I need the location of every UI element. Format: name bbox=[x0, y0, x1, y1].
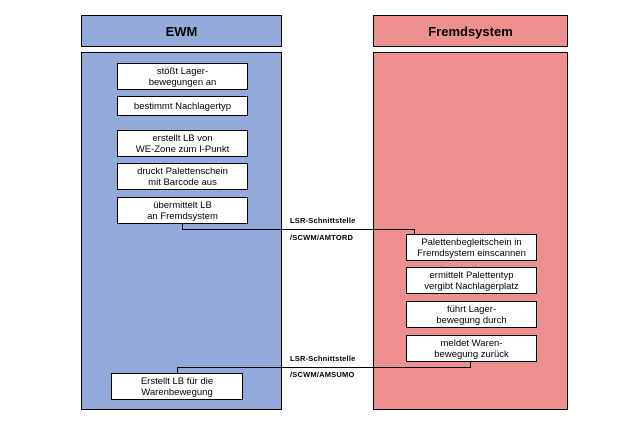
fremdsystem-header-label: Fremdsystem bbox=[428, 23, 513, 39]
interface-top-code: /SCWM/AMTORD bbox=[290, 233, 354, 242]
ewm-step-label: druckt Palettenschein mit Barcode aus bbox=[137, 165, 228, 188]
fremdsystem-header: Fremdsystem bbox=[373, 15, 568, 47]
connector-top-down bbox=[182, 224, 183, 230]
fremd-step-label: Palettenbegleitschein in Fremdsystem ein… bbox=[417, 236, 526, 259]
ewm-header-label: EWM bbox=[165, 23, 198, 39]
connector-bottom-horizontal bbox=[177, 367, 471, 368]
fremd-step-label: meldet Waren- bewegung zurück bbox=[434, 337, 509, 360]
interface-bottom-label: LSR-Schnittstelle bbox=[290, 354, 356, 363]
ewm-step-create-wt-final: Erstellt LB für die Warenbewegung bbox=[111, 373, 243, 400]
fremd-step-report-movement: meldet Waren- bewegung zurück bbox=[406, 335, 537, 362]
fremd-step-label: ermittelt Palettentyp vergibt Nachlagerp… bbox=[424, 269, 519, 292]
connector-bottom-into-box bbox=[177, 367, 178, 373]
ewm-step-label: stößt Lager- bewegungen an bbox=[148, 65, 217, 88]
ewm-header: EWM bbox=[81, 15, 282, 47]
ewm-step-label: übermittelt LB an Fremdsystem bbox=[147, 199, 218, 222]
ewm-step-send-wt: übermittelt LB an Fremdsystem bbox=[117, 197, 248, 224]
connector-bottom-down bbox=[470, 362, 471, 368]
connector-top-horizontal bbox=[182, 229, 414, 230]
interface-top-label: LSR-Schnittstelle bbox=[290, 216, 356, 225]
ewm-step-determine-dest-type: bestimmt Nachlagertyp bbox=[117, 96, 248, 116]
connector-top-into-box bbox=[414, 229, 415, 234]
ewm-step-print-pallet-slip: druckt Palettenschein mit Barcode aus bbox=[117, 163, 248, 190]
ewm-step-trigger-movements: stößt Lager- bewegungen an bbox=[117, 63, 248, 90]
interface-bottom-code: /SCWM/AMSUMO bbox=[290, 370, 355, 379]
fremd-step-scan-pallet-slip: Palettenbegleitschein in Fremdsystem ein… bbox=[406, 234, 537, 261]
ewm-step-label: bestimmt Nachlagertyp bbox=[133, 100, 232, 112]
ewm-step-label: Erstellt LB für die Warenbewegung bbox=[140, 375, 214, 398]
fremd-step-determine-pallet-type: ermittelt Palettentyp vergibt Nachlagerp… bbox=[406, 267, 537, 294]
ewm-step-label: erstellt LB von WE-Zone zum I-Punkt bbox=[135, 132, 230, 155]
ewm-step-create-wt-to-ipoint: erstellt LB von WE-Zone zum I-Punkt bbox=[117, 130, 248, 157]
fremd-step-label: führt Lager- bewegung durch bbox=[436, 303, 507, 326]
fremd-step-execute-movement: führt Lager- bewegung durch bbox=[406, 301, 537, 328]
